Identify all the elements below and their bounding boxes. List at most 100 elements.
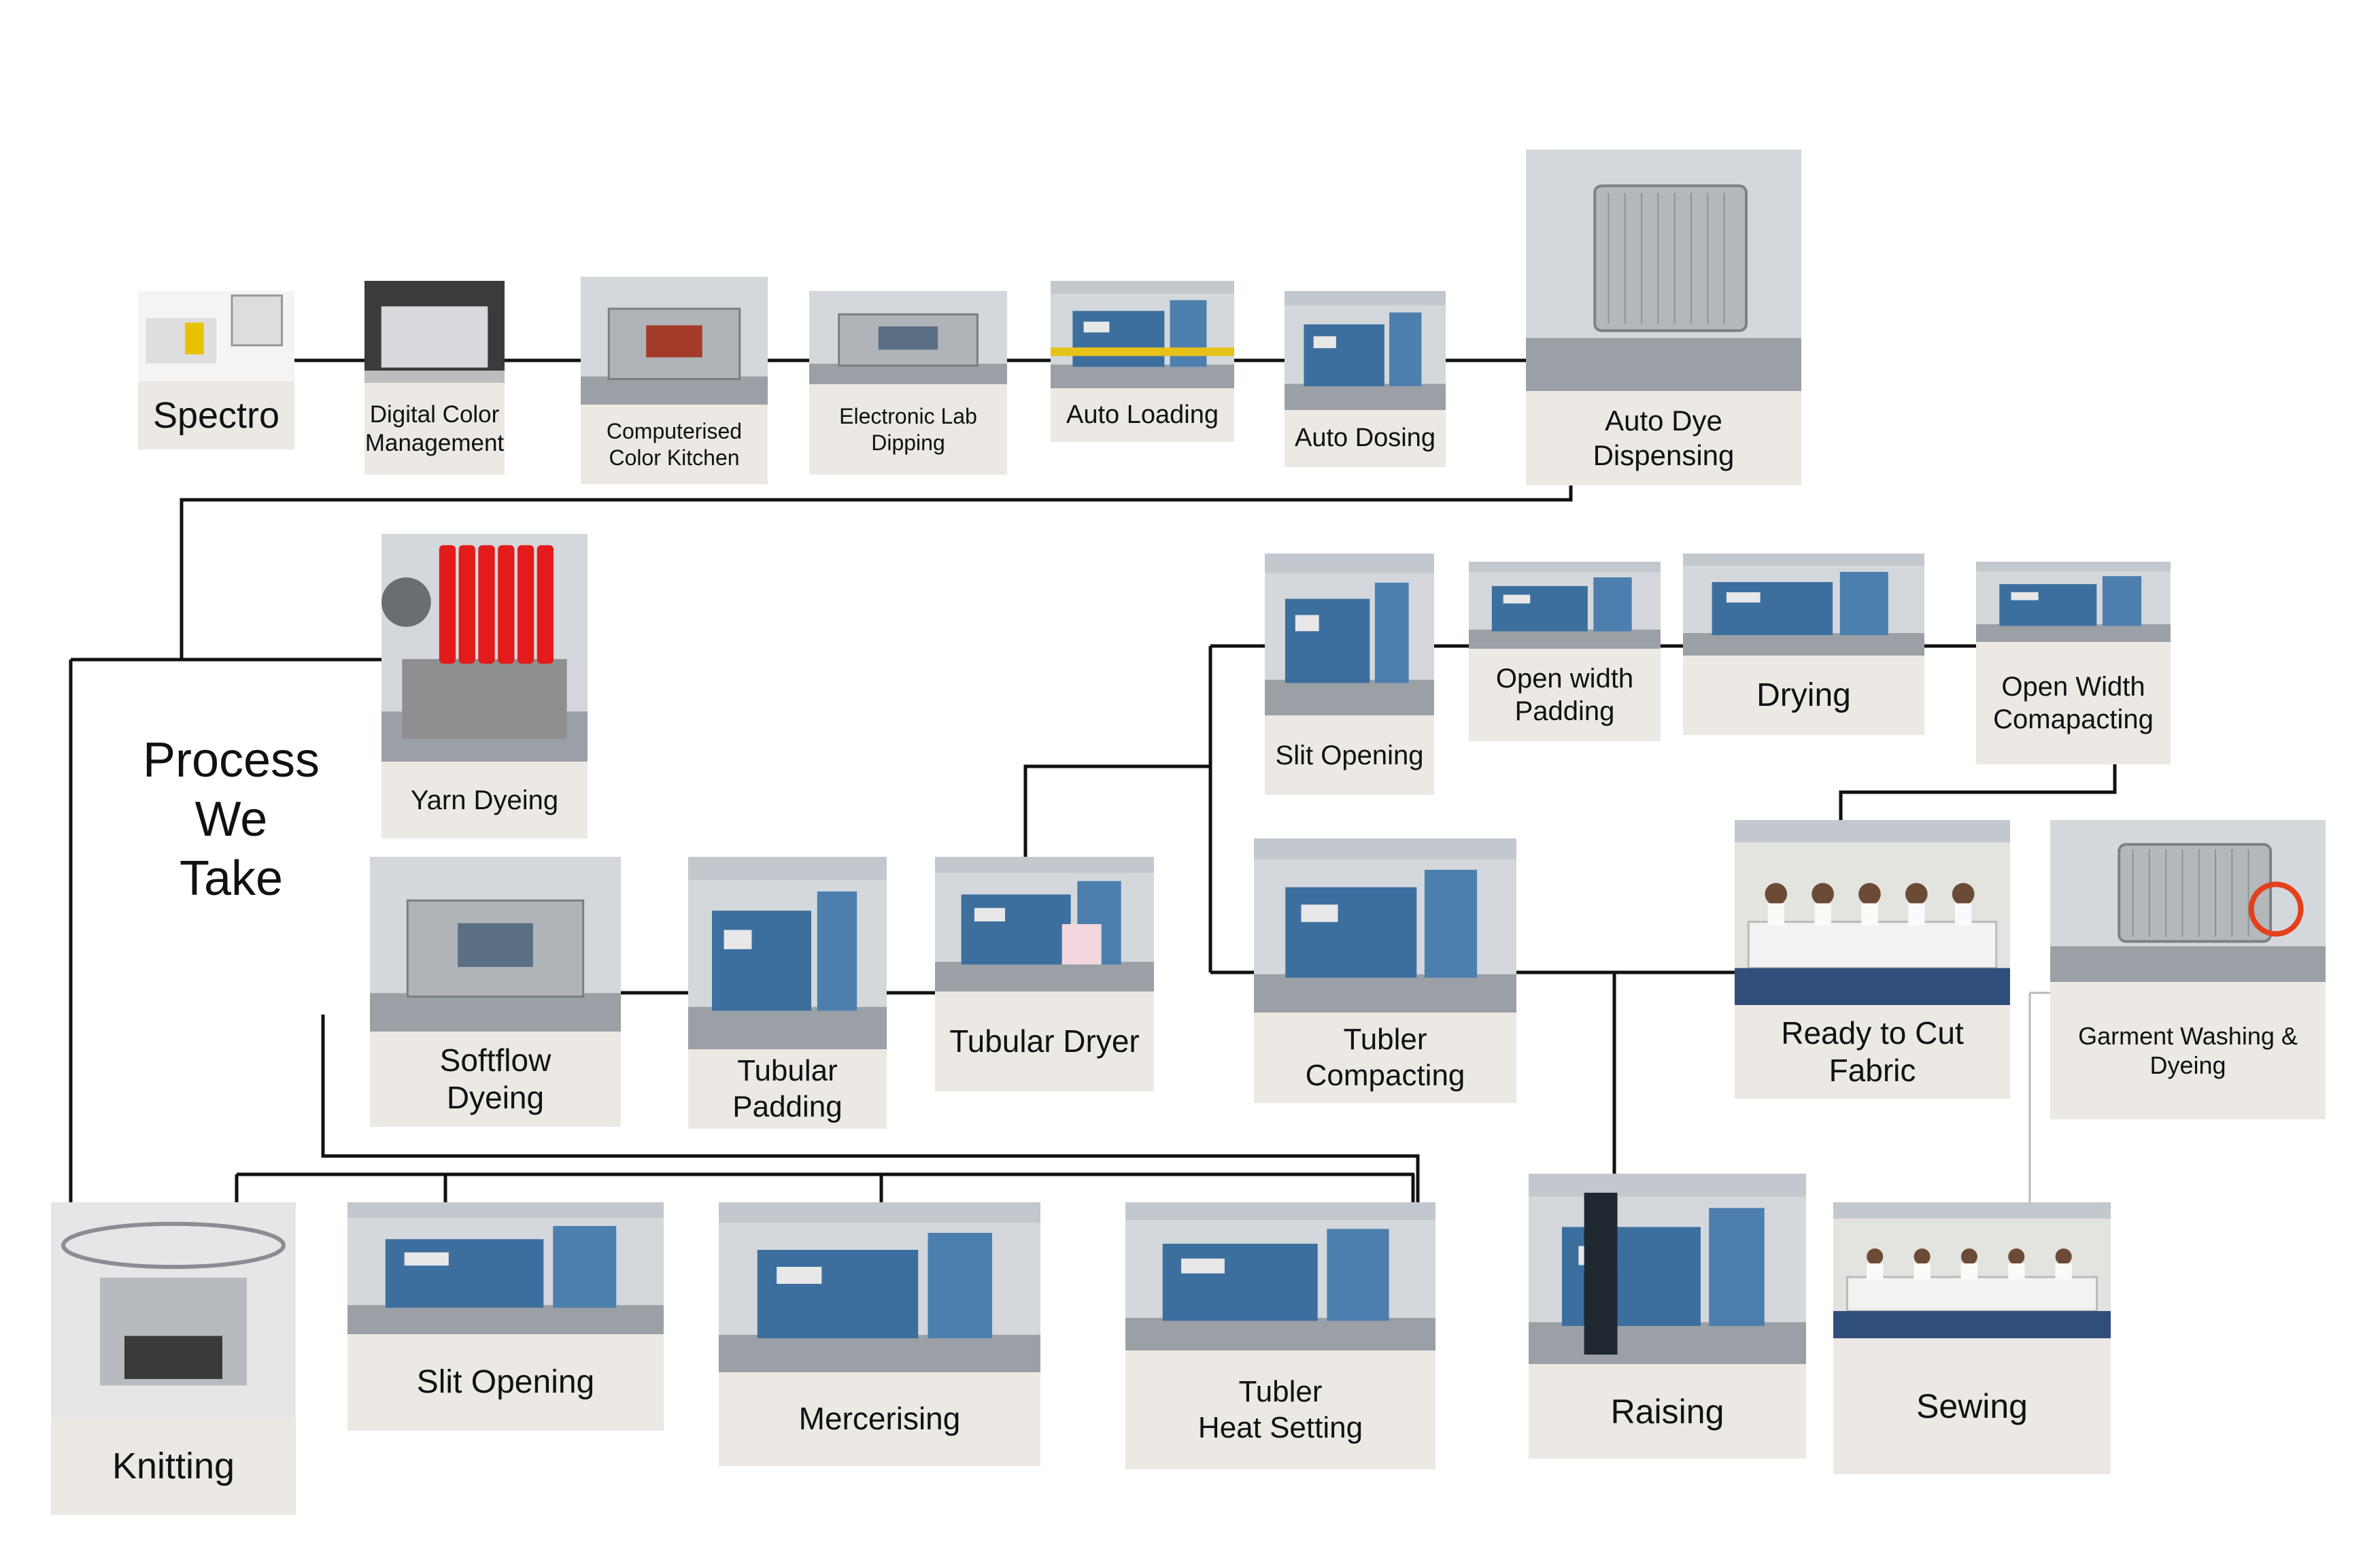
cutting-tables-illustration [1735,820,2010,1005]
node-label-line: Tubler [1343,1022,1427,1056]
node-slit-opening-top: Slit Opening [1265,554,1434,795]
node-auto-loading: Auto Loading [1051,281,1234,442]
node-label-line: Padding [1514,696,1615,726]
node-label-line: Auto Dye [1605,405,1722,437]
slit-opening-top-photo [1265,554,1434,715]
node-label: Mercerising [719,1372,1040,1466]
compacting-line-photo [1976,562,2171,642]
node-sewing: Sewing [1833,1202,2111,1474]
color-kitchen-photo [581,277,768,405]
padding-line-photo [1469,562,1661,649]
node-label-line: Dyeing [2149,1051,2226,1079]
node-label-line: Drying [1756,677,1851,713]
sewing-photo [1833,1202,2111,1338]
node-label: Auto Dosing [1285,410,1446,467]
node-label: Drying [1683,656,1924,735]
node-label-line: Auto Dosing [1294,424,1435,453]
node-label-line: Color Kitchen [609,445,740,470]
node-label-line: Tubler [1238,1374,1323,1408]
node-label-line: Heat Setting [1197,1410,1363,1444]
node-label-line: Knitting [112,1446,235,1487]
node-label-line: Tubular Dryer [949,1023,1140,1059]
node-slit-opening-bottom: Slit Opening [347,1202,664,1431]
dryer-machine-illustration [935,857,1154,991]
lab-dyeing-machine-illustration [809,291,1007,384]
node-label: Slit Opening [1265,715,1434,795]
node-label-line: Mercerising [798,1401,961,1437]
slitting-machine-illustration [347,1202,664,1334]
node-garment-washing-dyeing: Garment Washing &Dyeing [2050,820,2326,1119]
dye-dispensing-photo [1526,150,1801,391]
compacting-line-illustration [1976,562,2171,642]
node-label-line: Computerised [606,419,743,444]
sewing-floor-illustration [1833,1202,2111,1338]
yarn-dyeing-vessel-illustration [381,534,588,762]
node-label-line: Auto Loading [1066,400,1219,429]
cutting-tables-photo [1735,820,2010,1005]
softflow-photo [370,857,621,1032]
drying-line-illustration [1683,554,1924,656]
node-raising: Raising [1529,1174,1806,1459]
node-label: Slit Opening [347,1334,664,1431]
mercerising-photo [719,1202,1040,1372]
node-label-line: Open Width [2001,672,2145,702]
node-spectro: Spectro [138,291,294,449]
process-title: Process We Take [109,731,354,908]
loading-line-illustration [1051,281,1234,388]
node-label-line: Sewing [1916,1387,2028,1425]
light-booth-illustration [364,281,505,383]
node-label-line: Dispensing [1593,439,1735,471]
drying-photo [1683,554,1924,656]
auto-dosing-photo [1285,291,1446,410]
title-line: Take [179,851,284,906]
node-label-line: Electronic Lab [839,404,977,429]
node-label-line: Dipping [871,430,945,455]
heat-setting-machine-illustration [1125,1202,1435,1350]
padding-line-illustration [1469,562,1661,649]
node-label: Yarn Dyeing [381,762,588,838]
node-label-line: Slit Opening [1275,740,1424,770]
connector-line [1839,764,2117,820]
node-label-line: Open width [1495,664,1634,694]
washing-machine-photo [2050,820,2326,982]
compacting-machine-illustration [1254,838,1516,1013]
node-label-line: Yarn Dyeing [410,785,559,815]
node-mercerising: Mercerising [719,1202,1040,1466]
tubler-compacting-photo [1254,838,1516,1013]
node-yarn-dyeing: Yarn Dyeing [381,534,588,838]
node-label: Tubular Dryer [935,991,1154,1091]
heat-setting-photo [1125,1202,1435,1350]
lab-dispenser-illustration [581,277,768,405]
node-label-line: Compacting [1305,1058,1465,1092]
node-label-line: Garment Washing & [2078,1021,2298,1050]
node-label-line: Padding [732,1089,843,1123]
node-label: Garment Washing &Dyeing [2050,982,2326,1119]
node-label-line: Tubular [737,1053,838,1087]
node-auto-dosing: Auto Dosing [1285,291,1446,467]
node-label: Raising [1529,1364,1806,1459]
node-tubular-dryer: Tubular Dryer [935,857,1154,1091]
node-drying: Drying [1683,554,1924,735]
slitting-machine-illustration [1265,554,1434,715]
softflow-machine-illustration [370,857,621,1032]
mercerising-range-illustration [719,1202,1040,1372]
padding-machine-illustration [688,857,887,1049]
node-label-line: Raising [1610,1392,1724,1431]
spectro-photo [138,291,294,381]
node-label-line: Fabric [1829,1053,1916,1088]
connector-line [321,1015,1420,1202]
yarn-dyeing-photo [381,534,588,762]
